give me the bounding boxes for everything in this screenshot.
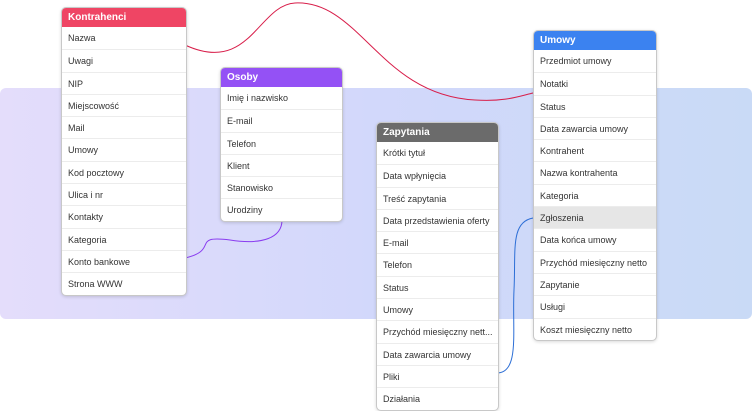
field-row-osoby[interactable]: Urodziny (221, 198, 342, 220)
field-row-osoby[interactable]: E-mail (221, 109, 342, 131)
field-row-umowy[interactable]: Przedmiot umowy (540, 56, 612, 66)
field-row-kontrahenci[interactable]: Uwagi (62, 49, 186, 71)
field-row-zapytania[interactable]: Pliki (377, 364, 498, 387)
field-row-kontrahenci[interactable]: Miejscowość (62, 93, 186, 116)
field-row-umowy[interactable]: Nazwa kontrahenta (534, 161, 656, 183)
field-row-umowy[interactable]: Przychód miesięczny netto (534, 250, 656, 273)
field-row-umowy[interactable]: Data końca umowy (534, 228, 656, 250)
field-row-osoby[interactable]: Imię i nazwisko (227, 93, 289, 103)
table-header-kontrahenci[interactable]: Kontrahenci (62, 8, 186, 27)
field-row-kontrahenci[interactable]: Kategoria (62, 227, 186, 250)
field-row-zapytania[interactable]: Data przedstawienia oferty (377, 208, 498, 231)
field-row-osoby[interactable]: Klient (221, 153, 342, 176)
field-row-kontrahenci[interactable]: Umowy (62, 138, 186, 160)
field-row-zapytania[interactable]: E-mail (377, 231, 498, 253)
field-row-umowy[interactable]: Zapytanie (534, 272, 656, 295)
field-row-zapytania[interactable]: Przychód miesięczny nett... (377, 320, 498, 342)
field-row-zapytania[interactable]: Działania (377, 387, 498, 409)
field-row-zapytania[interactable]: Treść zapytania (377, 186, 498, 209)
field-row-umowy[interactable]: Notatki (534, 72, 656, 94)
field-row-kontrahenci[interactable]: Ulica i nr (62, 183, 186, 205)
field-row-zapytania[interactable]: Telefon (377, 253, 498, 275)
field-row-zapytania[interactable]: Status (377, 275, 498, 298)
field-row-kontrahenci[interactable]: Nazwa (68, 33, 96, 43)
table-header-zapytania[interactable]: Zapytania (377, 123, 498, 142)
field-row-kontrahenci[interactable]: Mail (62, 116, 186, 138)
field-row-kontrahenci[interactable]: NIP (62, 71, 186, 94)
field-row-kontrahenci[interactable]: Konto bankowe (62, 249, 186, 272)
field-row-zapytania[interactable]: Umowy (377, 298, 498, 320)
table-header-umowy[interactable]: Umowy (534, 31, 656, 50)
field-row-kontrahenci[interactable]: Kod pocztowy (62, 160, 186, 183)
field-row-umowy[interactable]: Data zawarcia umowy (534, 116, 656, 139)
field-row-zapytania[interactable]: Krótki tytuł (383, 148, 426, 158)
field-row-umowy[interactable]: Kategoria (534, 183, 656, 206)
field-row-kontrahenci[interactable]: Kontakty (62, 205, 186, 227)
field-row-zapytania[interactable]: Data wpłynięcia (377, 164, 498, 186)
field-row-umowy[interactable]: Koszt miesięczny netto (534, 317, 656, 340)
field-row-kontrahenci[interactable]: Strona WWW (62, 272, 186, 294)
field-row-osoby[interactable]: Stanowisko (221, 176, 342, 198)
field-row-umowy[interactable]: Zgłoszenia (534, 206, 656, 229)
table-header-osoby[interactable]: Osoby (221, 68, 342, 87)
field-row-umowy[interactable]: Status (534, 94, 656, 117)
field-row-zapytania[interactable]: Data zawarcia umowy (377, 342, 498, 365)
field-row-umowy[interactable]: Kontrahent (534, 139, 656, 161)
field-row-umowy[interactable]: Usługi (534, 295, 656, 317)
field-row-osoby[interactable]: Telefon (221, 131, 342, 154)
